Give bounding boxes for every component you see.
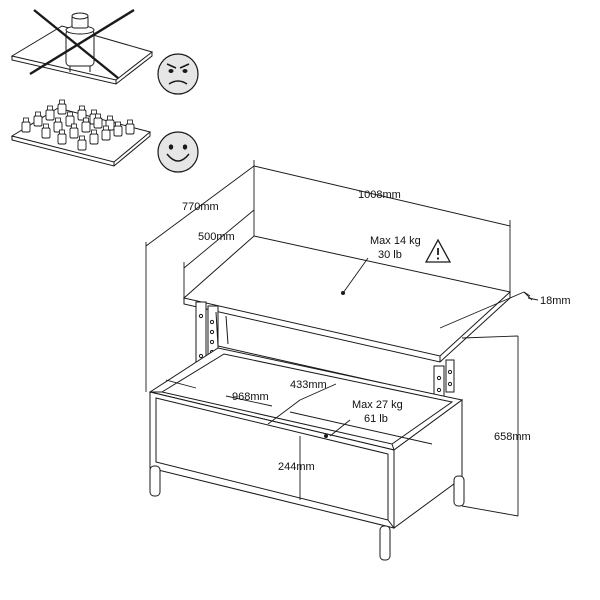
angry-face-icon (157, 53, 199, 95)
drawer-height-label: 244mm (278, 461, 315, 473)
dimension-lines (145, 160, 539, 517)
inside-load-lb-label: 61 lb (364, 413, 388, 425)
small-jar (93, 113, 103, 129)
small-jar (77, 105, 87, 121)
small-jar (113, 121, 123, 137)
warning-triangle-icon (424, 238, 452, 263)
small-jar (21, 117, 31, 133)
left-lift-mechanism (189, 301, 219, 385)
small-jar (101, 125, 111, 141)
small-jar (69, 123, 79, 139)
small-jar (81, 117, 91, 133)
height-label: 658mm (494, 431, 531, 443)
small-jar (57, 99, 67, 115)
small-jar (33, 111, 43, 127)
small-jar (41, 123, 51, 139)
distributed-small-objects-icon (10, 107, 152, 167)
small-jars (21, 99, 135, 151)
top-load-lb-label: 30 lb (378, 249, 402, 261)
top-load-kg-label: Max 14 kg (370, 235, 421, 247)
small-jar (125, 119, 135, 135)
inner-width-label: 968mm (232, 391, 269, 403)
depth-total-label: 770mm (182, 201, 219, 213)
small-jar (57, 129, 67, 145)
small-jar (45, 105, 55, 121)
table-top (182, 235, 512, 357)
lift-top-table (148, 235, 512, 561)
small-jar (53, 117, 63, 133)
width-label: 1008mm (358, 189, 401, 201)
wrong-load-icon (10, 8, 154, 85)
inner-depth-label: 433mm (290, 379, 327, 391)
happy-face-icon (157, 131, 199, 173)
inside-load-kg-label: Max 27 kg (352, 399, 403, 411)
legs (149, 465, 465, 561)
small-jar (65, 111, 75, 127)
small-jar (77, 135, 87, 151)
depth-top-label: 500mm (198, 231, 235, 243)
small-jar (89, 129, 99, 145)
thickness-label: 18mm (540, 295, 571, 307)
